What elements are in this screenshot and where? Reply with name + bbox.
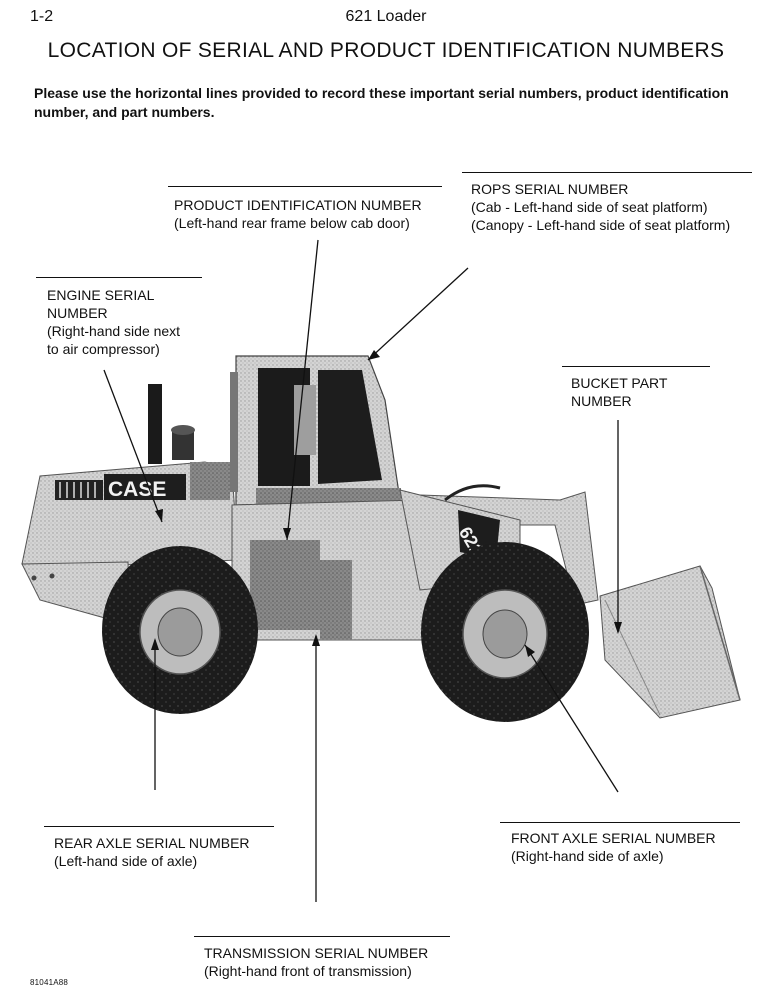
- front-axle-label: FRONT AXLE SERIAL NUMBER (Right-hand sid…: [511, 829, 716, 865]
- figure-id: 81041A88: [30, 978, 69, 987]
- rear-axle-location: (Left-hand side of axle): [54, 853, 198, 869]
- engine-record-line: [36, 277, 202, 278]
- bucket-name-line1: BUCKET PART: [571, 375, 668, 391]
- front-axle-name: FRONT AXLE SERIAL NUMBER: [511, 830, 716, 846]
- leader-arrowheads: [151, 350, 622, 657]
- rops-label: ROPS SERIAL NUMBER (Cab - Left-hand side…: [471, 180, 730, 234]
- rear-body: CASE: [21, 461, 239, 626]
- engine-location-line2: to air compressor): [47, 341, 160, 357]
- engine-label: ENGINE SERIAL NUMBER (Right-hand side ne…: [47, 286, 180, 358]
- page-title: LOCATION OF SERIAL AND PRODUCT IDENTIFIC…: [47, 39, 725, 62]
- transmission-record-line: [194, 936, 450, 937]
- rear-axle-record-line: [44, 826, 274, 827]
- engine-location-line1: (Right-hand side next: [47, 323, 181, 339]
- bucket-name-line2: NUMBER: [571, 393, 632, 409]
- product-id-label: PRODUCT IDENTIFICATION NUMBER (Left-hand…: [174, 196, 422, 232]
- transmission-location: (Right-hand front of transmission): [204, 963, 412, 979]
- transmission-label: TRANSMISSION SERIAL NUMBER (Right-hand f…: [204, 944, 428, 980]
- engine-name-line1: ENGINE SERIAL: [47, 287, 155, 303]
- front-axle-location: (Right-hand side of axle): [511, 848, 664, 864]
- page-header: 621 Loader: [345, 8, 427, 25]
- leader-lines: [103, 239, 619, 902]
- frame: 621: [231, 489, 521, 641]
- rear-axle-name: REAR AXLE SERIAL NUMBER: [54, 835, 250, 851]
- rops-record-line: [462, 172, 752, 173]
- bucket-label: BUCKET PART NUMBER: [571, 374, 667, 410]
- rear-axle-label: REAR AXLE SERIAL NUMBER (Left-hand side …: [54, 834, 250, 870]
- intro-paragraph: Please use the horizontal lines provided…: [34, 85, 729, 120]
- engine-name-line2: NUMBER: [47, 305, 108, 321]
- product-id-record-line: [168, 186, 442, 187]
- rear-wheel: [102, 546, 258, 714]
- brand-logo: CASE: [108, 478, 166, 501]
- bucket: [599, 565, 741, 719]
- rops-location-cab: (Cab - Left-hand side of seat platform): [471, 199, 708, 215]
- product-id-name: PRODUCT IDENTIFICATION NUMBER: [174, 197, 422, 213]
- front-wheel: [421, 542, 589, 722]
- exhaust-stack: [148, 384, 195, 464]
- cab: [230, 355, 401, 512]
- bucket-record-line: [562, 366, 710, 367]
- page-number: 1-2: [30, 8, 54, 25]
- rops-location-canopy: (Canopy - Left-hand side of seat platfor…: [471, 217, 731, 233]
- transmission-name: TRANSMISSION SERIAL NUMBER: [204, 945, 429, 961]
- rops-name: ROPS SERIAL NUMBER: [471, 181, 629, 197]
- front-axle-record-line: [500, 822, 740, 823]
- product-id-location: (Left-hand rear frame below cab door): [174, 215, 410, 231]
